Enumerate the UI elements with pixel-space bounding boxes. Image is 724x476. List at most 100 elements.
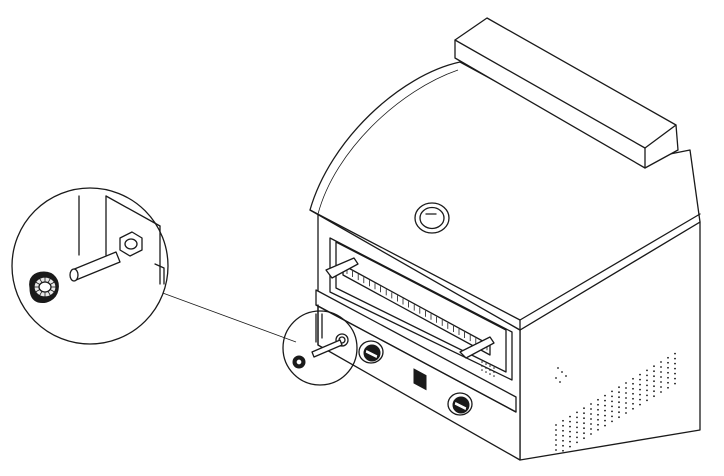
vent-hole: [653, 365, 655, 368]
magnified-detail-circle: [12, 188, 168, 344]
knurl-ridge: [48, 278, 51, 282]
vent-hole: [625, 382, 627, 384]
vent-hole: [555, 449, 557, 451]
vent-hole: [590, 408, 592, 410]
vent-hole: [674, 357, 676, 360]
burner-knob-left: [359, 341, 383, 363]
vent-hole: [561, 371, 563, 373]
vent-hole: [646, 379, 648, 382]
vent-hole: [493, 367, 495, 369]
vent-hole: [562, 444, 564, 447]
vent-hole: [597, 418, 599, 421]
vent-hole: [489, 365, 491, 367]
vent-hole: [604, 424, 606, 427]
vent-hole: [481, 369, 483, 371]
vent-hole: [569, 440, 571, 443]
vent-hole: [611, 395, 613, 398]
vent-hole: [660, 386, 662, 388]
vent-hole: [555, 439, 557, 441]
vent-hole: [562, 424, 564, 427]
vent-hole: [632, 407, 634, 410]
vent-hole: [653, 375, 655, 378]
vent-hole: [590, 428, 592, 430]
vent-hole: [604, 404, 606, 407]
vent-hole: [557, 367, 559, 369]
temperature-gauge: [415, 203, 449, 233]
vent-hole: [489, 369, 491, 371]
vent-hole: [639, 378, 641, 381]
vent-hole: [632, 377, 634, 380]
vent-hole: [639, 393, 641, 396]
vent-hole: [618, 411, 620, 414]
vent-hole: [576, 436, 578, 439]
vent-hole: [611, 405, 613, 408]
vent-hole: [646, 384, 648, 387]
vent-hole: [562, 449, 564, 452]
vent-hole: [625, 407, 627, 409]
left-burner-support: [326, 258, 358, 278]
vent-hole: [618, 396, 620, 399]
knurl-ridge: [35, 290, 39, 293]
vent-hole: [660, 371, 662, 373]
vent-hole: [611, 400, 613, 403]
knurl-ridge: [40, 278, 43, 282]
vent-hole: [485, 363, 487, 365]
vent-hole: [569, 420, 571, 423]
vent-hole: [611, 420, 613, 423]
vent-hole: [569, 425, 571, 428]
vent-hole: [489, 373, 491, 375]
vent-hole: [618, 386, 620, 389]
vent-hole: [597, 403, 599, 406]
vent-hole: [625, 402, 627, 404]
vent-hole: [493, 371, 495, 373]
knurl-ridge: [50, 290, 54, 293]
brand-nameplate: [414, 369, 426, 389]
vent-hole: [562, 429, 564, 432]
vent-hole: [583, 412, 585, 415]
vent-hole: [639, 383, 641, 386]
vent-hole: [569, 445, 571, 448]
vent-hole: [632, 392, 634, 395]
vent-hole: [590, 423, 592, 425]
vent-hole: [604, 409, 606, 412]
magnified-gas-connector: [30, 272, 59, 303]
vent-hole: [590, 413, 592, 415]
vent-hole: [646, 369, 648, 372]
small-hose-nozzle: [312, 340, 342, 357]
vent-hole: [639, 373, 641, 376]
vent-hole: [481, 365, 483, 367]
magnified-hose-nozzle: [70, 252, 120, 281]
knurl-ridge: [40, 291, 43, 295]
vent-hole: [646, 389, 648, 392]
vent-hole: [632, 397, 634, 400]
vent-hole: [639, 403, 641, 406]
vent-hole: [597, 428, 599, 431]
vent-hole: [646, 374, 648, 377]
vent-hole: [660, 376, 662, 378]
vent-hole: [653, 395, 655, 398]
vent-hole: [618, 401, 620, 404]
vent-hole: [569, 435, 571, 438]
knurl-ridge: [48, 291, 51, 295]
vent-hole: [597, 413, 599, 416]
small-gas-connector: [293, 356, 305, 368]
vent-hole: [576, 431, 578, 434]
vent-hole: [555, 429, 557, 431]
vent-hole: [590, 403, 592, 405]
magnified-panel-fitting: [120, 232, 142, 256]
vent-hole: [583, 432, 585, 435]
vent-hole: [639, 388, 641, 391]
vent-hole: [555, 444, 557, 446]
vent-hole: [576, 416, 578, 419]
vent-hole: [618, 391, 620, 394]
knurl-ridge: [35, 282, 39, 285]
vent-hole: [565, 375, 567, 377]
vent-hole: [493, 375, 495, 377]
vent-hole: [597, 398, 599, 401]
vent-hole: [667, 381, 669, 384]
vent-hole: [667, 366, 669, 369]
side-vent-grid: [555, 352, 676, 452]
burner-knob-right: [448, 393, 472, 415]
vent-hole: [485, 367, 487, 369]
